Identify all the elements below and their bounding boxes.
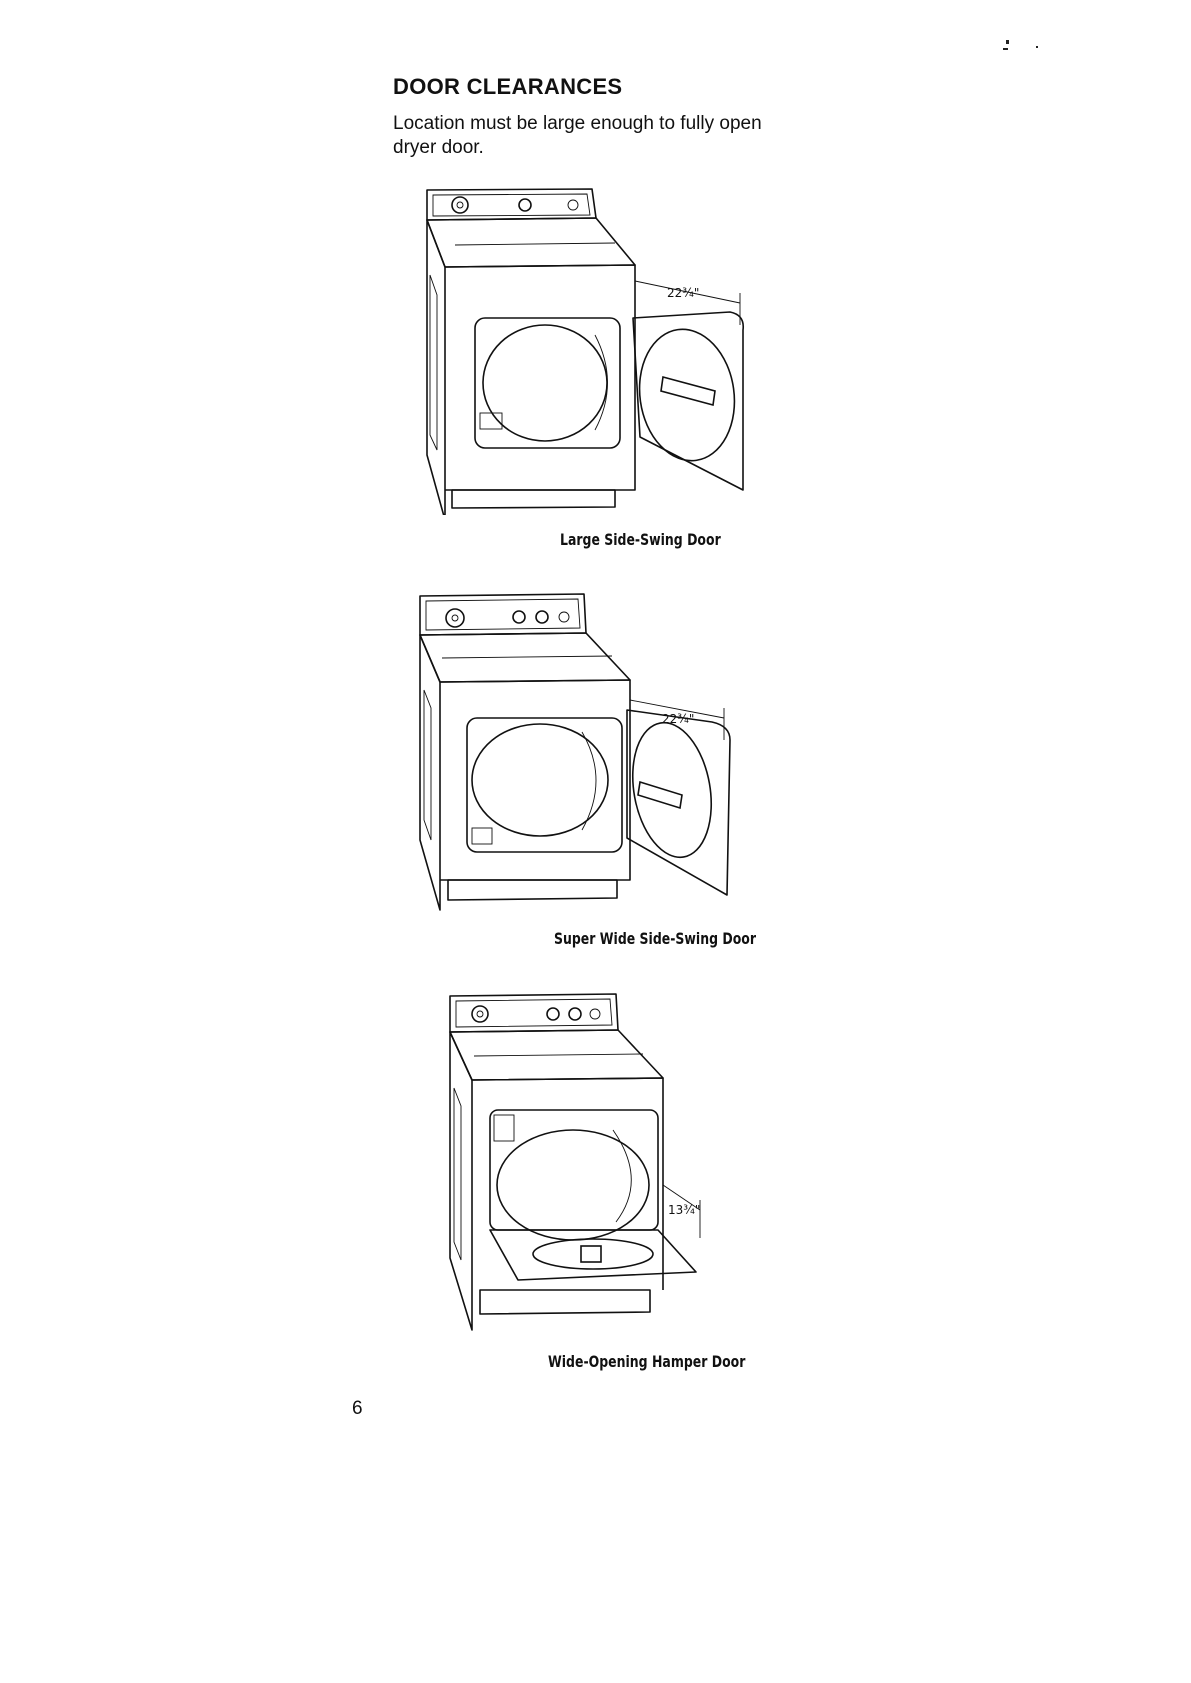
scan-speck (1006, 40, 1009, 44)
scan-speck (1036, 46, 1038, 48)
figure-caption: Large Side-Swing Door (560, 530, 721, 549)
figure-caption: Super Wide Side-Swing Door (554, 929, 756, 948)
wide-opening-hamper-door-illustration: 13¾" (438, 990, 738, 1335)
super-wide-side-swing-door-illustration: 22¾" (412, 590, 752, 915)
dimension-label: 22¾" (662, 712, 694, 726)
figure-caption: Wide-Opening Hamper Door (548, 1352, 745, 1371)
large-side-swing-door-illustration: 22¾" (415, 185, 755, 515)
page-heading: DOOR CLEARANCES (393, 74, 622, 100)
intro-text: Location must be large enough to fully o… (393, 112, 793, 160)
scan-speck (1003, 48, 1008, 50)
page-number: 6 (352, 1398, 363, 1420)
dimension-label: 13¾" (668, 1203, 700, 1217)
dimension-label: 22¾" (667, 286, 699, 300)
